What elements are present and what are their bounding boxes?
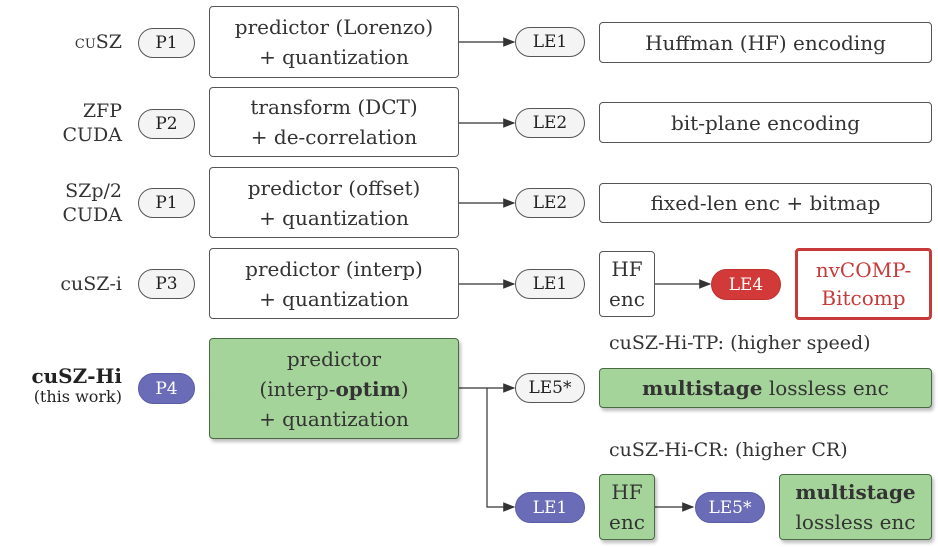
row4-stage-box: predictor (interp)+ quantization xyxy=(209,248,459,319)
hi-le5-badge: LE5* xyxy=(515,373,585,403)
hi-tp-enc-box: multistage lossless enc xyxy=(599,368,932,408)
hi-tp-caption: cuSZ-Hi-TP: (higher speed) xyxy=(609,332,871,354)
row3-p-badge: P1 xyxy=(138,188,195,218)
row1-le-badge: LE1 xyxy=(515,27,585,57)
nvcomp-bitcomp-box: nvCOMP-Bitcomp xyxy=(795,248,932,320)
row4-le-badge: LE1 xyxy=(515,269,585,299)
row2-enc-box: bit-plane encoding xyxy=(599,102,932,143)
hi-le1-badge: LE1 xyxy=(515,492,585,523)
row2-p-badge: P2 xyxy=(138,109,195,139)
row1-stage-box: predictor (Lorenzo)+ quantization xyxy=(209,6,459,78)
row2-stage-box: transform (DCT)+ de-correlation xyxy=(209,87,459,157)
hi-label: cuSZ-Hi(this work) xyxy=(31,364,122,406)
row2-le-badge: LE2 xyxy=(515,108,585,138)
row4-p-badge: P3 xyxy=(138,269,195,299)
arrow-hi-cr xyxy=(486,388,516,512)
hi-stage-box: predictor (interp-optim) + quantization xyxy=(209,338,459,439)
hi-le5b-badge: LE5* xyxy=(695,492,765,523)
row3-stage-box: predictor (offset)+ quantization xyxy=(209,167,459,238)
row1-p-badge: P1 xyxy=(138,28,195,58)
hi-p-badge: P4 xyxy=(138,373,195,404)
row1-enc-box: Huffman (HF) encoding xyxy=(599,22,932,63)
row4-le4-badge: LE4 xyxy=(711,269,781,300)
row4-label: cuSZ-i xyxy=(60,273,122,295)
row1-label: cuSZ xyxy=(74,31,122,53)
row3-le-badge: LE2 xyxy=(515,188,585,218)
hi-cr-caption: cuSZ-Hi-CR: (higher CR) xyxy=(609,439,848,461)
row3-enc-box: fixed-len enc + bitmap xyxy=(599,183,932,223)
